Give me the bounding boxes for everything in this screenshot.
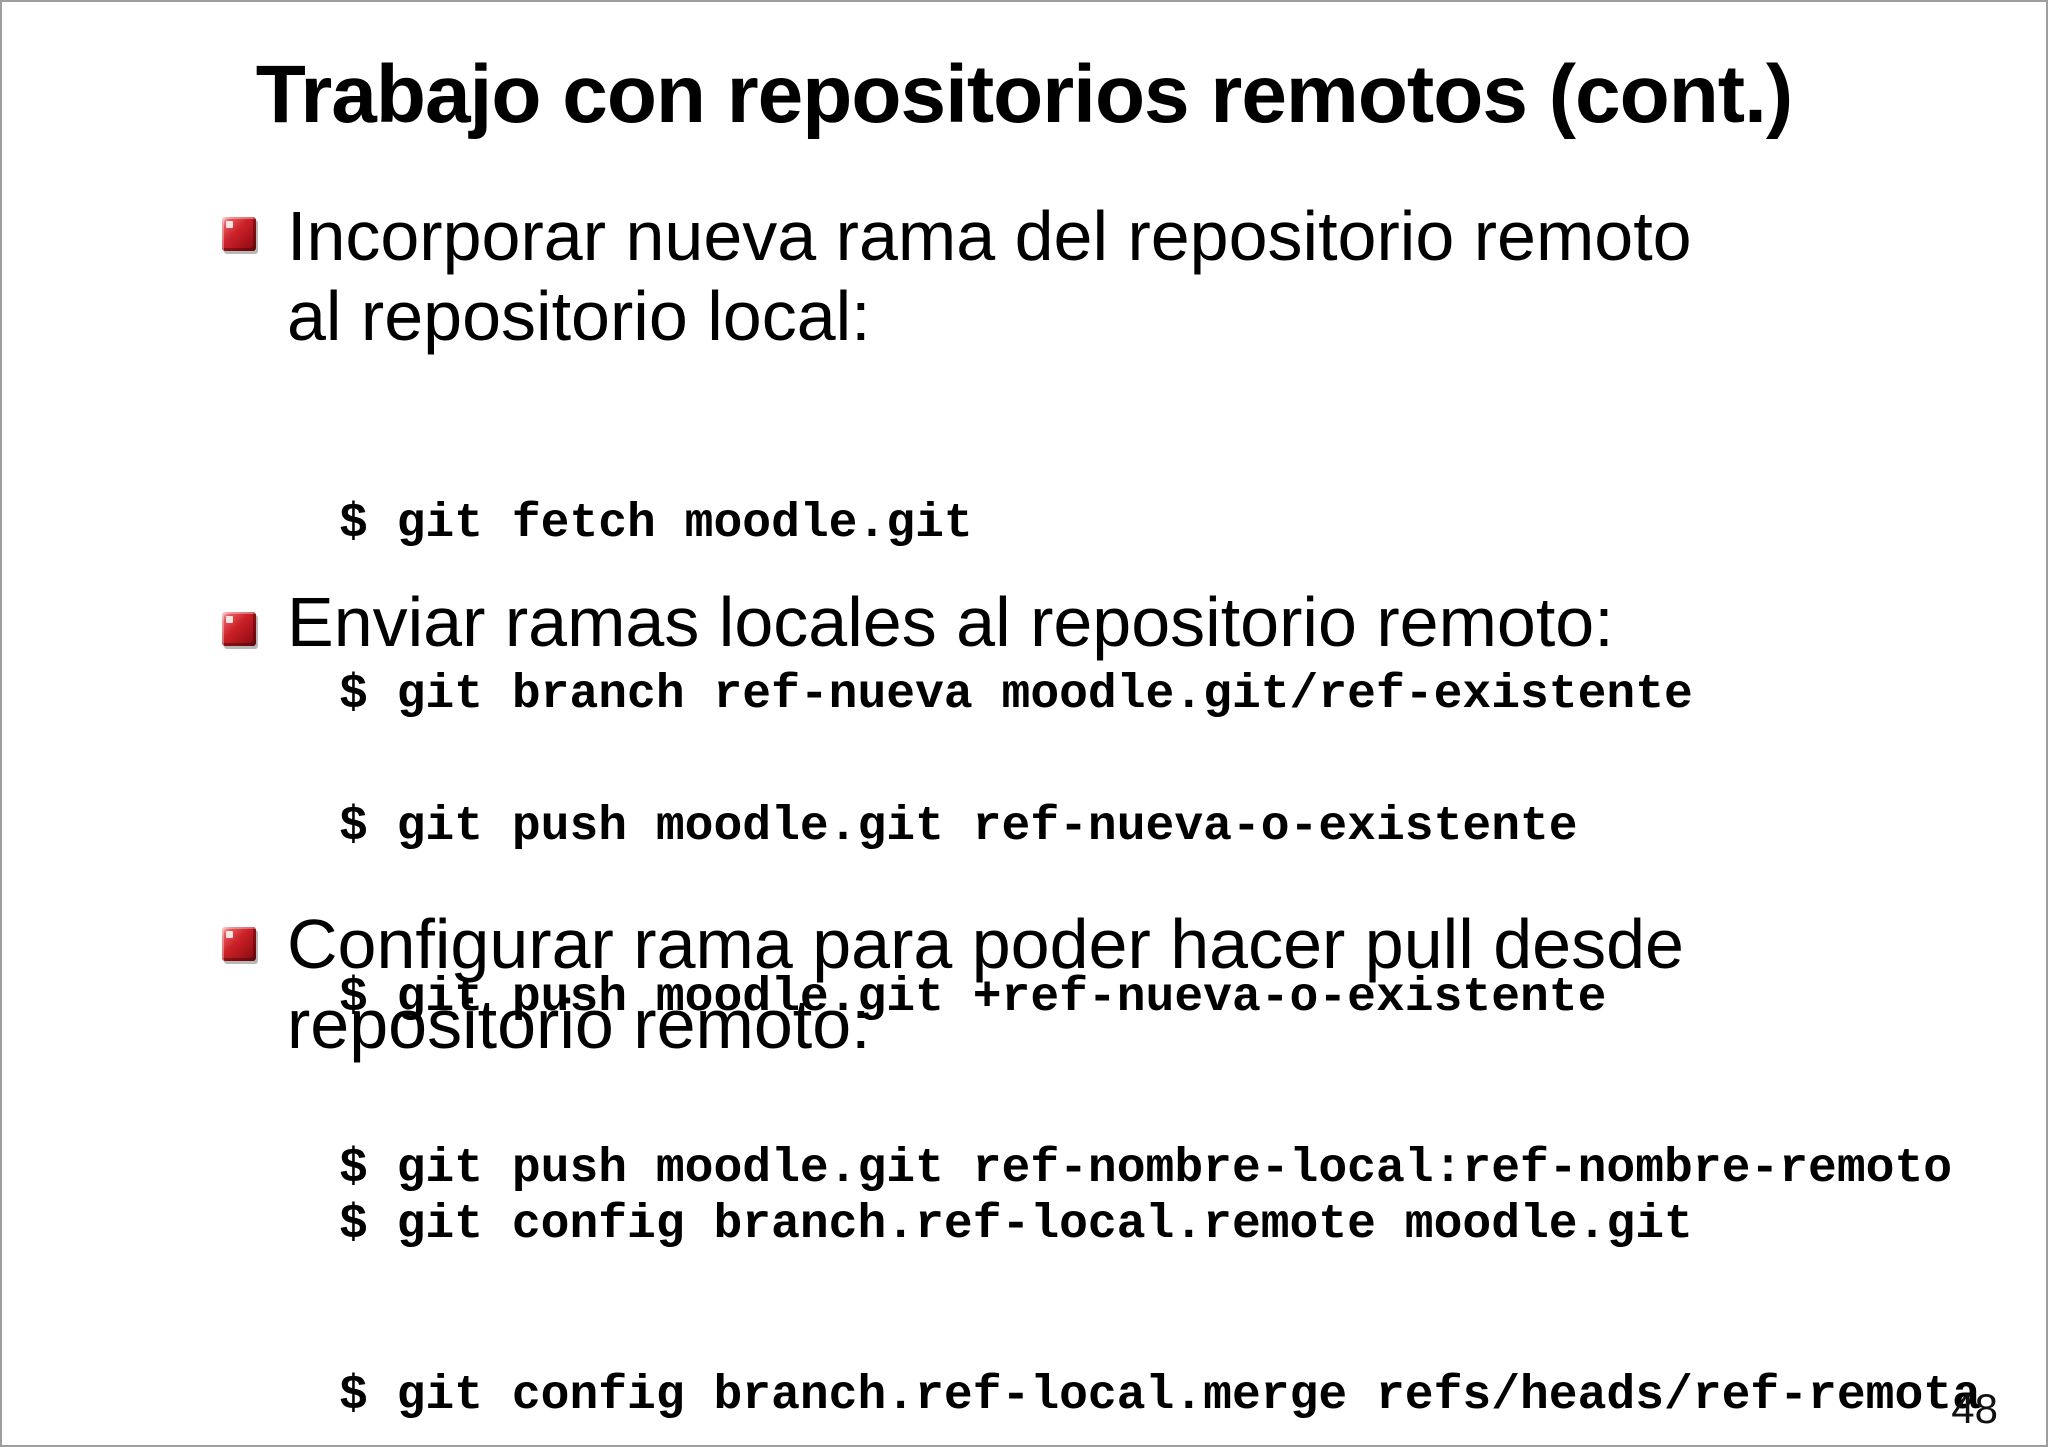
code-line: $ git fetch moodle.git <box>339 497 973 551</box>
bullet-text-line: Incorporar nueva rama del repositorio re… <box>287 197 1692 275</box>
bullet-text-line: al repositorio local: <box>287 277 871 355</box>
bullet-item-1-text: Incorporar nueva rama del repositorio re… <box>287 196 1692 356</box>
bullet-text-line: Enviar ramas locales al repositorio remo… <box>287 583 1614 661</box>
bullet-item-2-text: Enviar ramas locales al repositorio remo… <box>287 582 1614 662</box>
code-block-3: $ git config branch.ref-local.remote moo… <box>339 1083 1981 1445</box>
code-block-2: $ git push moodle.git ref-nueva-o-existe… <box>339 685 1952 1312</box>
code-line: $ git push moodle.git ref-nombre-local:r… <box>339 1142 1953 1196</box>
code-block-1: $ git fetch moodle.git $ git branch ref-… <box>339 382 1693 838</box>
bullet-text-line: repositorio remoto: <box>287 985 871 1063</box>
red-cube-bullet-icon <box>222 927 256 961</box>
code-line: $ git push moodle.git +ref-nueva-o-exist… <box>339 971 1607 1025</box>
code-line: $ git config branch.ref-local.merge refs… <box>339 1369 1981 1423</box>
page-number: 48 <box>1951 1385 1998 1432</box>
code-line: $ git push moodle.git ref-nueva-o-existe… <box>339 800 1578 854</box>
red-cube-bullet-icon <box>222 217 256 251</box>
red-cube-bullet-icon <box>222 612 256 646</box>
bullet-text-line: Configurar rama para poder hacer pull de… <box>287 905 1684 983</box>
code-line: $ git branch ref-nueva moodle.git/ref-ex… <box>339 668 1693 722</box>
bullet-item-3-text: Configurar rama para poder hacer pull de… <box>287 904 1684 1064</box>
slide-title: Trabajo con repositorios remotos (cont.) <box>255 49 1793 140</box>
code-line: $ git config branch.ref-local.remote moo… <box>339 1198 1693 1252</box>
